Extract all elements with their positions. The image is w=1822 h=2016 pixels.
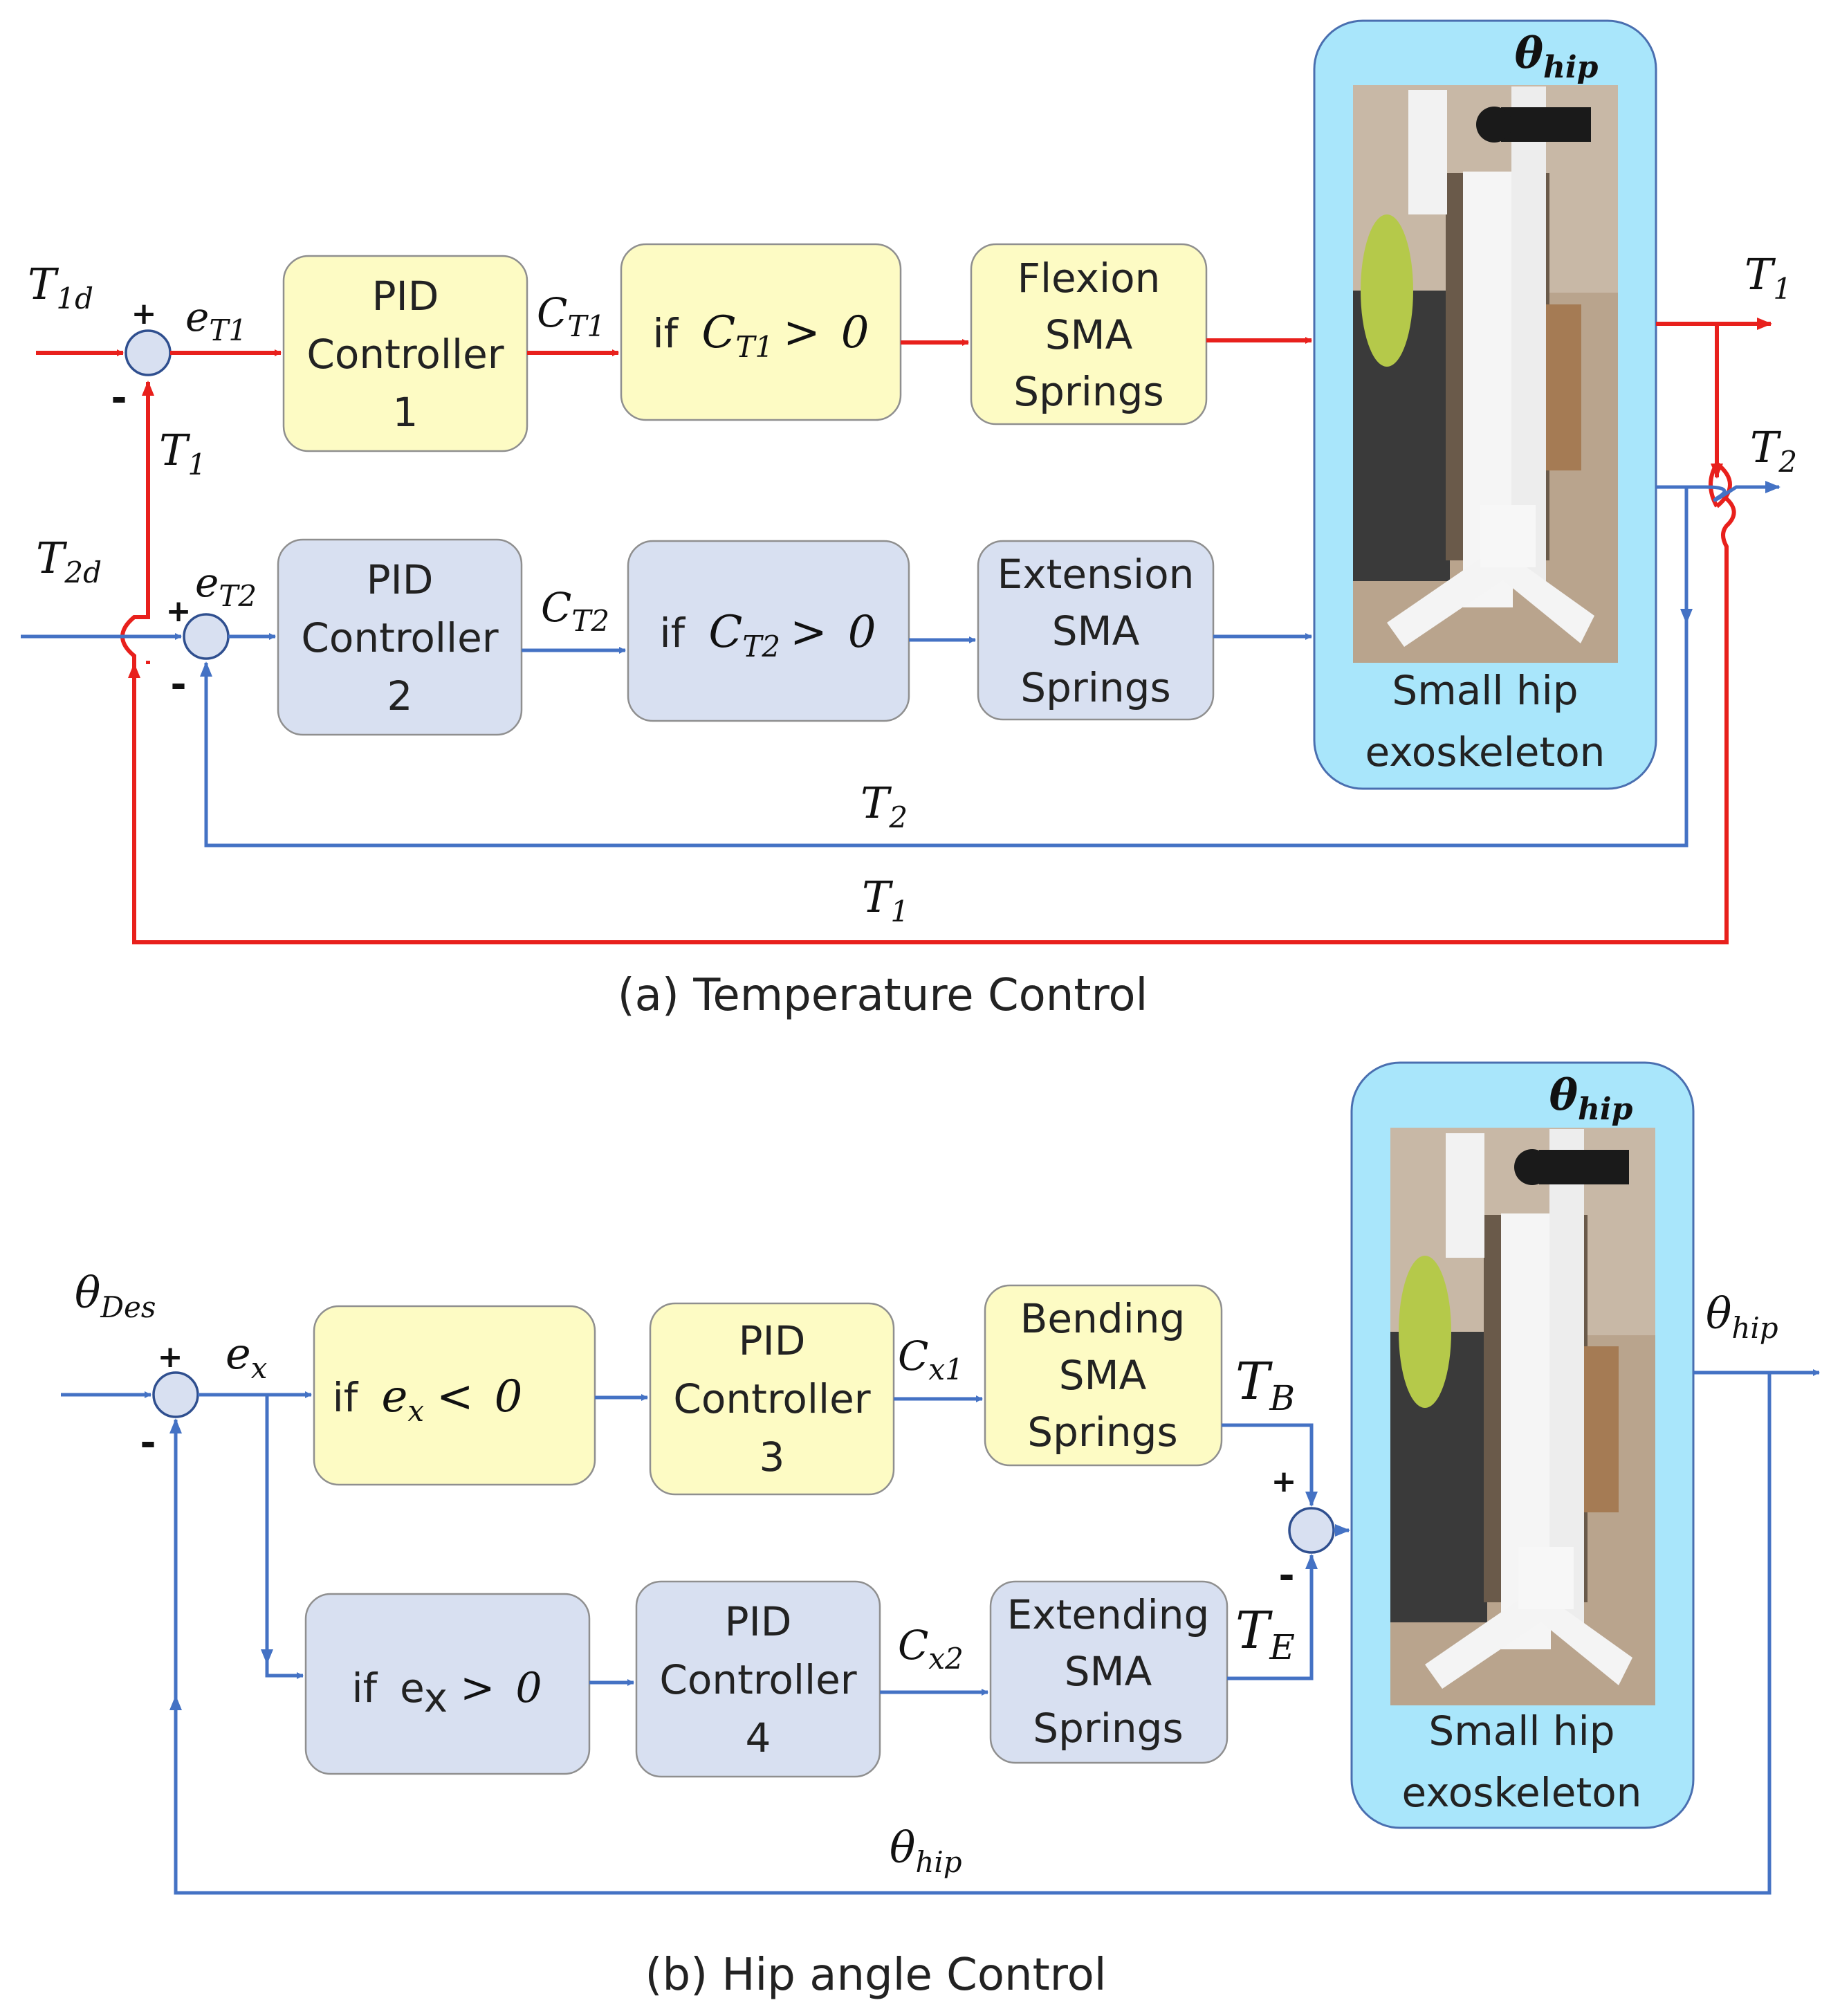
condition-ct1-text: if CT1>0 [653,307,869,364]
pid1-line3: 1 [393,389,418,436]
label-t2d: T2d [36,533,102,589]
plant-b-title-theta-hip: θhip [1549,1070,1633,1127]
flexion-line3: Springs [1013,368,1163,415]
flexion-sma-springs-block: Flexion SMA Springs [970,243,1208,425]
label-t1-output: T1 [1745,249,1792,306]
plant-label-line2: exoskeleton [1365,728,1605,776]
plant-b-label-line1: Small hip [1428,1707,1614,1754]
pid2-line1: PID [367,556,434,603]
sum1-plus: + [131,296,157,331]
sum1-minus: - [111,376,127,421]
label-cx1: Cx1 [898,1332,964,1386]
pid4-line1: PID [725,1598,792,1645]
summing-junction-torque: + - [1271,1464,1335,1598]
extending-line3: Springs [1033,1705,1183,1752]
pid2-line3: 2 [387,672,413,720]
bending-sma-springs-block: Bending SMA Springs [984,1284,1223,1467]
temperature-control-diagram: θhip Small hip exoskeleton [21,19,1797,1021]
t2-signal-path [21,481,1780,847]
bending-line3: Springs [1027,1409,1177,1456]
extending-sma-springs-block: Extending SMA Springs [989,1580,1229,1764]
plant-small-hip-exoskeleton-a: θhip Small hip exoskeleton [1313,19,1657,790]
plant-small-hip-exoskeleton-b: θhip Small hip exoskeleton [1350,1061,1695,1829]
condition-ex-positive-block: if ex>0 [304,1593,591,1775]
summing-junction-1: + - [111,296,172,421]
hip-sum-minus: - [140,1420,156,1465]
pid3-line1: PID [739,1317,806,1364]
sum2-minus: - [170,662,186,707]
pid4-line3: 4 [746,1714,771,1761]
pid-controller-4-block: PID Controller 4 [635,1580,881,1778]
plant-title-theta-hip: θhip [1515,28,1599,85]
bending-line1: Bending [1020,1295,1186,1342]
extension-line1: Extension [997,551,1195,598]
sum2-plus: + [166,594,192,629]
plant-b-label-line2: exoskeleton [1402,1769,1642,1816]
pid1-line1: PID [372,273,439,320]
label-cx2: Cx2 [898,1622,964,1676]
pid2-line2: Controller [301,614,498,661]
torque-sum-plus: + [1271,1464,1297,1499]
pid1-line2: Controller [306,331,504,378]
label-t1d: T1d [28,259,93,315]
label-t2-loop: T2 [861,778,908,834]
label-ex: ex [226,1328,268,1385]
extension-line3: Springs [1020,664,1170,711]
caption-temperature-control: (a) Temperature Control [618,970,1148,1021]
condition-ex-positive-text: if ex>0 [351,1664,542,1721]
hip-angle-control-diagram: θhip Small hip exoskeleton [61,1061,1820,2001]
pid4-line2: Controller [659,1656,856,1703]
condition-ct2-block: if CT2>0 [627,540,910,722]
label-et2: eT2 [195,559,257,613]
caption-hip-angle-control: (b) Hip angle Control [645,1950,1106,2001]
label-tb: TB [1235,1352,1295,1418]
plant-label-line1: Small hip [1392,667,1578,714]
summing-junction-hip-error: + - [140,1339,199,1465]
summing-junction-2: + - [166,594,230,707]
t1-signal-path [36,318,1772,944]
label-t1-feedback-short: T1 [159,425,206,482]
torque-sum-minus: - [1278,1553,1294,1598]
extension-sma-springs-block: Extension SMA Springs [977,540,1215,721]
flexion-line1: Flexion [1018,255,1161,302]
exoskeleton-photo [1353,85,1618,663]
hip-signal-paths [61,1369,1820,1895]
label-theta-hip-feedback: θhip [890,1822,962,1879]
label-theta-hip-output: θhip [1706,1288,1778,1345]
condition-ct2-text: if CT2>0 [660,607,876,663]
condition-ex-negative-text: if ex<0 [333,1371,523,1428]
condition-ex-negative-block: if ex<0 [313,1305,596,1486]
pid-controller-2-block: PID Controller 2 [277,538,523,736]
pid-controller-1-block: PID Controller 1 [282,255,528,452]
label-te: TE [1235,1601,1295,1667]
label-et1: eT1 [185,293,247,347]
label-t1-loop: T1 [862,872,909,928]
bending-line2: SMA [1059,1352,1147,1399]
extension-line2: SMA [1052,607,1140,654]
label-t2-output: T2 [1750,422,1797,479]
hip-sum-plus: + [158,1339,183,1375]
label-theta-des: θDes [75,1267,156,1324]
label-ct1: CT1 [537,289,605,343]
extending-line1: Extending [1007,1591,1210,1638]
pid3-line3: 3 [760,1433,785,1481]
condition-ct1-block: if CT1>0 [620,243,902,421]
pid3-line2: Controller [673,1375,870,1422]
pid-controller-3-block: PID Controller 3 [649,1302,895,1496]
label-ct2: CT2 [541,584,609,638]
exoskeleton-photo-b [1390,1128,1655,1705]
flexion-line2: SMA [1045,311,1133,358]
extending-line2: SMA [1065,1648,1152,1695]
